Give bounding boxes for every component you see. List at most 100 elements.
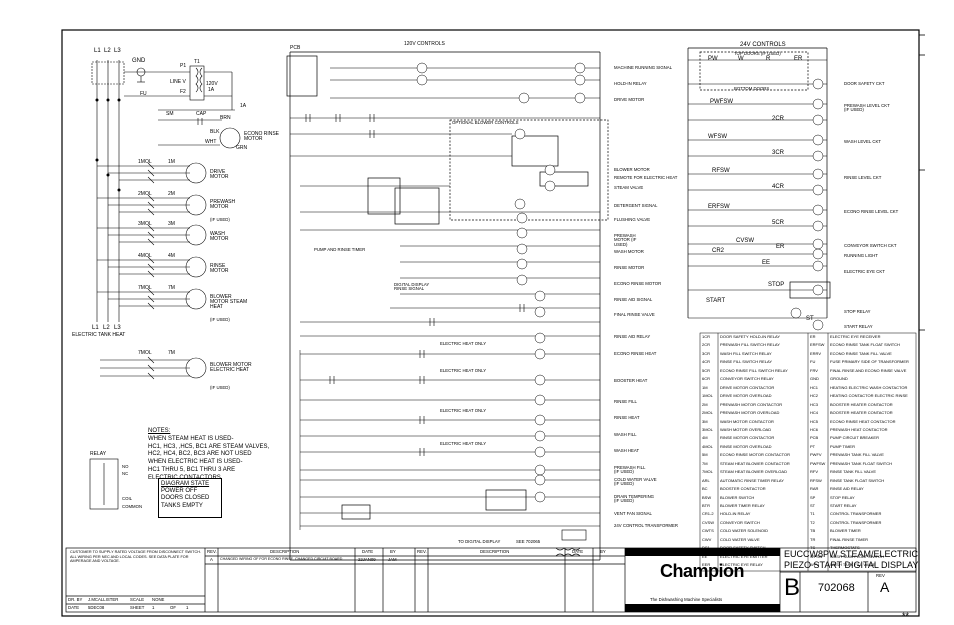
ladder-24v-rungs	[688, 59, 827, 319]
legend-desc: RINSE MOTOR OVERLOAD	[720, 443, 772, 449]
ladder-fn-4: REMOTE FOR ELECTRIC HEAT	[614, 175, 678, 180]
legend-code: 3MOL	[702, 426, 713, 432]
legend-code: BSW	[702, 494, 712, 500]
motor-m-5: 7M	[168, 285, 175, 291]
legend-desc: DOOR SAFETY HOLD-IN RELAY	[720, 334, 781, 339]
legend-desc2: GROUND	[830, 376, 848, 382]
rev-header-2: REV.	[417, 549, 427, 554]
legend-code: 4MOL	[702, 443, 713, 449]
scale-label: SCALE	[130, 597, 145, 602]
legend-desc: PREWASH MOTOR OVERLOAD	[720, 410, 780, 416]
ladder-contacts	[305, 114, 525, 456]
cr2-label: CR2	[712, 248, 725, 254]
diagram-state-3: TANKS EMPTY	[161, 502, 203, 509]
motor-row-5	[97, 288, 207, 310]
right-fn-7: ELECTRIC EYE CKT	[844, 269, 885, 274]
right-fn-4: ECONO RINSE LEVEL CKT	[844, 209, 899, 214]
right-fn-8: STOP RELAY	[844, 309, 871, 314]
legend-desc2: WASH TANK FLOAT SWITCH	[830, 553, 884, 559]
legend-desc2: PREWASH HEAT CONTACTOR	[830, 426, 888, 432]
legend-code: EER	[702, 562, 711, 568]
outer-frame	[61, 29, 920, 617]
2cr-label: 2CR	[772, 116, 785, 122]
ladder-fn-17: RINSE FILL	[614, 399, 637, 404]
motor-label-5: BLOWER MOTOR STEAM HEAT	[210, 294, 248, 310]
3cr-label: 3CR	[772, 150, 785, 156]
relay-common: COMMON	[122, 504, 143, 509]
legend-code2: FU	[810, 359, 816, 365]
pump-rinse-timer-label: PUMP AND RINSE TIMER	[314, 247, 366, 252]
legend-desc2: RINSE TANK FLOAT SWITCH	[830, 477, 885, 483]
legend-desc: DOOR SAFETY SWITCH	[720, 545, 766, 551]
eheat-3: ELECTRIC HEAT ONLY	[440, 408, 487, 413]
legend-desc: ECONO RINSE MOTOR CONTACTOR	[720, 452, 791, 458]
legend-code2: TB	[810, 528, 816, 534]
legend-desc2: BOOSTER HEATER CONTACTOR	[830, 401, 893, 407]
legend-desc: ECONO RINSE FILL SWITCH RELAY	[720, 367, 788, 373]
optional-blower-label: OPTIONAL BLOWER CONTROLS	[452, 120, 519, 125]
legend-code2: ST	[810, 503, 816, 508]
eheat-4: ELECTRIC HEAT ONLY	[440, 441, 487, 446]
drawing-size: B	[784, 574, 801, 601]
legend-code: 1CR	[702, 334, 711, 339]
econo-rinse-motor-label: ECONO RINSE MOTOR	[244, 131, 280, 142]
legend-code2: HC1	[810, 384, 819, 390]
legend-desc: DRIVE MOTOR CONTACTOR	[720, 384, 775, 390]
rev-label-small: REV	[876, 573, 885, 578]
a1-label: 1A	[208, 87, 215, 93]
motor-label-1: DRIVE MOTOR	[210, 169, 229, 180]
legend-code: CWV	[702, 536, 712, 542]
drawing-title-1: EUCCW8PW STEAM/ELECTRIC	[784, 549, 919, 559]
ladder-fn-2: DRIVE MOTOR	[614, 97, 645, 102]
motor-label-2: PREWASH MOTOR	[210, 199, 236, 210]
ladder-fn-15: ECONO RINSE HEAT	[614, 351, 657, 356]
legend-code: ARL	[702, 477, 710, 483]
t2-transformer	[555, 529, 587, 557]
date-label: DATE	[68, 605, 80, 610]
ladder-120v	[286, 51, 609, 561]
legend-code: CVSW	[702, 519, 714, 525]
legend-code2: HC2	[810, 393, 819, 399]
legend-code2: HC5	[810, 418, 819, 424]
title-block-black-band-bottom	[625, 604, 780, 612]
date-header: DATE	[362, 549, 374, 554]
right-fn-2: WASH LEVEL CKT	[844, 139, 881, 144]
legend-desc: DRIVE MOTOR OVERLOAD	[720, 393, 772, 399]
motor-row-6	[100, 356, 207, 380]
description-header-2: DESCRIPTION	[480, 549, 510, 554]
legend-desc2: ELECTRIC EYE RECEIVER	[830, 334, 881, 339]
legend-code: 6CR	[702, 376, 711, 382]
right-edge-marks	[919, 34, 925, 331]
legend-desc2: THERMOSTATS	[830, 545, 860, 551]
right-fn-1: PREWASH LEVEL CKT (IF USED)	[844, 103, 890, 113]
legend-desc: PREWASH MOTOR CONTACTOR	[720, 401, 783, 407]
legend-code: BC	[702, 486, 708, 492]
legend-desc: WASH FILL SWITCH RELAY	[720, 350, 772, 356]
ladder-fn-9: WASH MOTOR	[614, 249, 644, 254]
4cr-label: 4CR	[772, 184, 785, 190]
motor-row-2	[97, 194, 207, 216]
notes-line-1: WHEN STEAM HEAT IS USED-	[148, 435, 234, 442]
legend-code2: FRV	[810, 367, 818, 373]
line-v-label: LINE V	[170, 79, 186, 85]
diagram-state-box: DIAGRAM STATE POWER OFF DOORS CLOSED TAN…	[158, 478, 222, 518]
legend-grid	[699, 332, 917, 572]
notes-line-6: ELECTRIC CONTACTORS	[148, 474, 221, 481]
scale-value: NONE	[152, 597, 165, 602]
cvsw-label: CVSW	[736, 238, 754, 244]
date-header-2: DATE	[572, 549, 584, 554]
ground-symbol	[136, 67, 146, 83]
st-label: ST	[806, 316, 814, 322]
ladder-rungs	[290, 67, 600, 530]
fu-label: FU	[140, 91, 147, 97]
legend-desc2: BOOSTER HEATER CONTACTOR	[830, 410, 893, 416]
r-label: R	[766, 56, 771, 62]
legend-desc: ELECTRIC EYE EMITTER	[720, 553, 768, 559]
legend-desc2: HEATING ELECTRIC WASH CONTACTOR	[830, 384, 908, 390]
pcb-label: PCB	[290, 45, 301, 51]
legend-desc: BLOWER SWITCH	[720, 494, 755, 500]
wht-label: WHT	[205, 139, 217, 145]
legend-desc: COLD WATER SOLENOID	[720, 528, 769, 534]
legend-desc: HOLD-IN RELAY	[720, 511, 751, 517]
phase-label-l3: L3	[114, 48, 121, 54]
